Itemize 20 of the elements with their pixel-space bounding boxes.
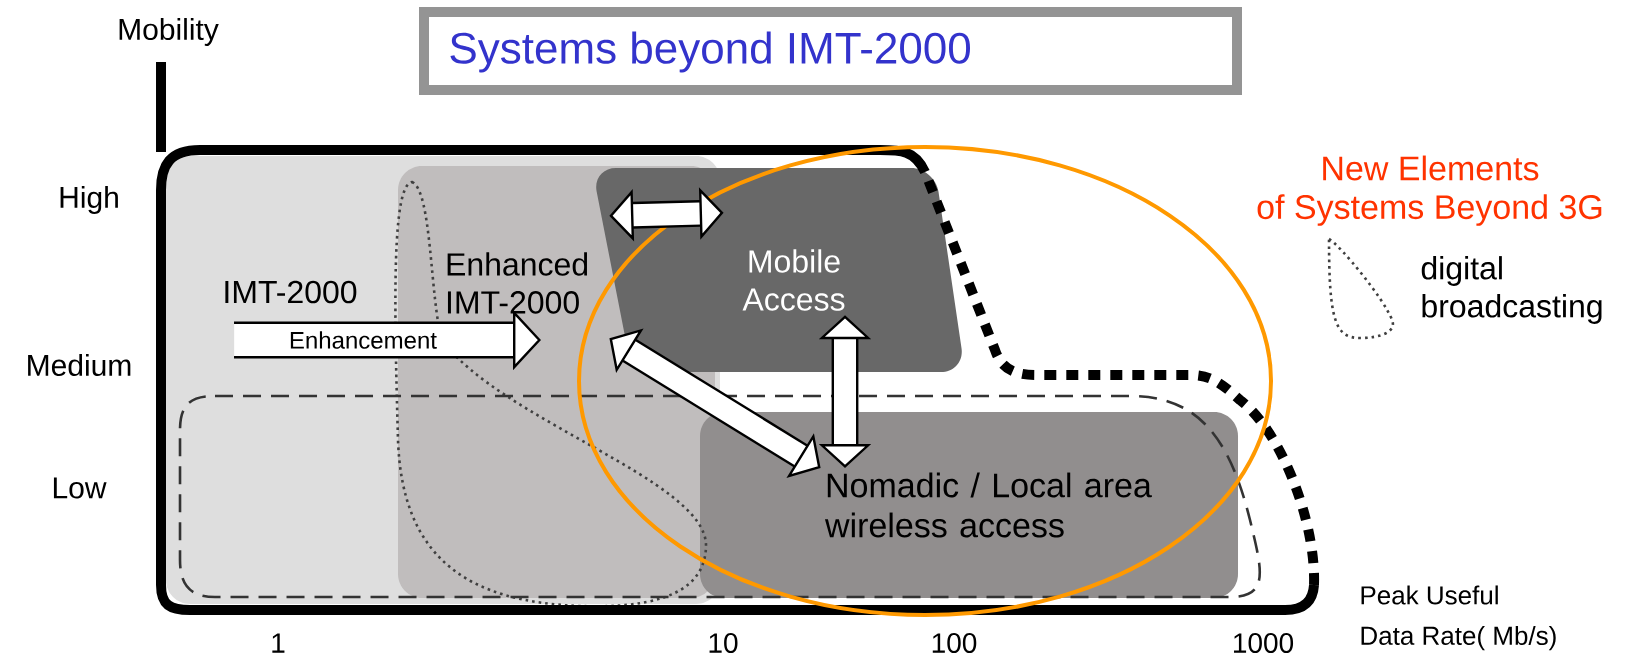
title: Systems beyond IMT-2000 (419, 7, 1242, 95)
region-label: Nomadic / Local area wireless access (824, 472, 1152, 538)
region-label: Enhanced IMT-2000 (447, 252, 588, 314)
tick-label: 1000 (1234, 633, 1294, 653)
axis-level-label: High (60, 186, 118, 214)
region-label: IMT-2000 (225, 280, 357, 304)
axis-level-label: Low (53, 477, 107, 499)
tick-label: 10 (709, 633, 738, 653)
axis-level-label: Medium (28, 354, 131, 376)
axis-title: Mobility (119, 18, 219, 46)
tick-label: 100 (932, 633, 977, 653)
heading: New Elements (1323, 155, 1539, 181)
region-label: Mobile Access (742, 249, 845, 311)
heading: of Systems Beyond 3G (1257, 194, 1602, 226)
block-arrow (609, 187, 724, 242)
tick-label: 1 (272, 633, 285, 653)
axis-title: Peak Useful (1361, 585, 1498, 605)
legend-item: digital broadcasting (1327, 237, 1602, 340)
axis-title: Data Rate( Mb/s) (1361, 625, 1556, 651)
edge-label: Enhancement (286, 329, 439, 351)
